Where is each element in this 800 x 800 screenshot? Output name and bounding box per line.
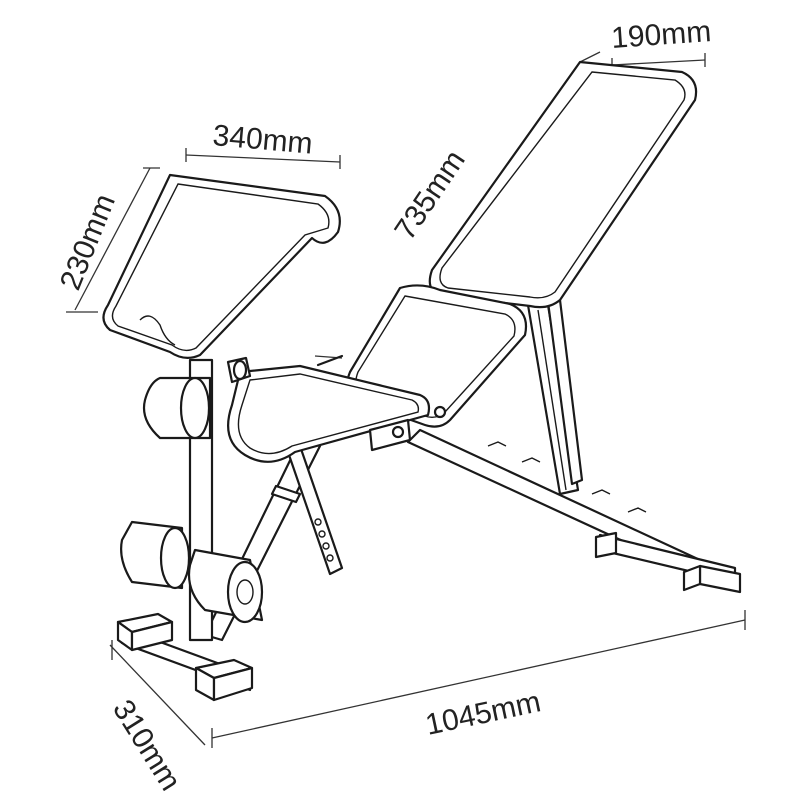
seat-pad <box>227 364 447 504</box>
dim-label-230mm: 230mm <box>54 189 122 294</box>
dim-label-310mm: 310mm <box>106 694 187 796</box>
dimension-lines <box>66 51 746 748</box>
arm-pad <box>102 173 341 384</box>
dim-label-340mm: 340mm <box>211 119 314 161</box>
leg-rollers <box>120 376 264 624</box>
backrest-pad <box>418 60 698 309</box>
dim-label-1045mm: 1045mm <box>423 685 544 742</box>
dim-label-190mm: 190mm <box>610 15 712 55</box>
rear-frame <box>406 298 742 594</box>
